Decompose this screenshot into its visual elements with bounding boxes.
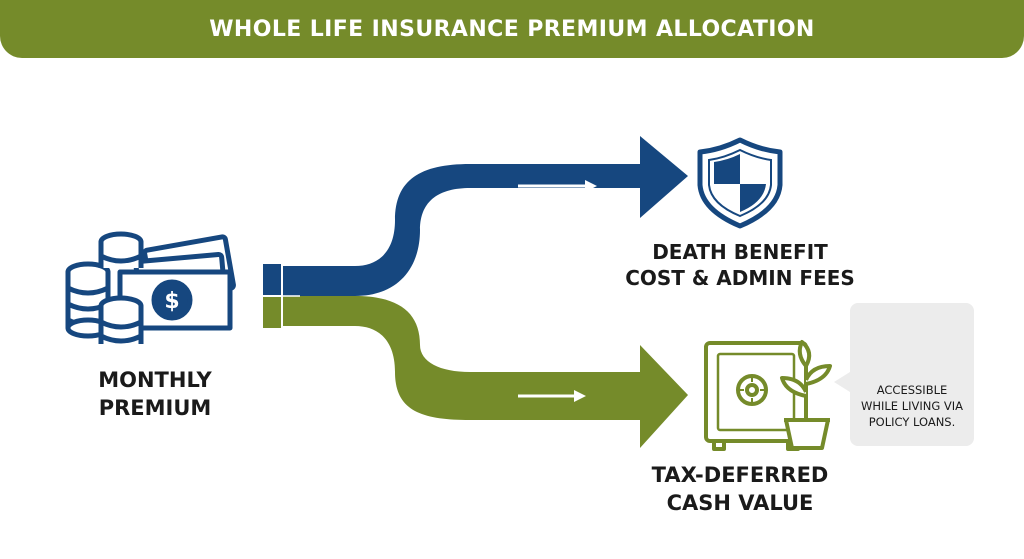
death-benefit-label: DEATH BENEFIT COST & ADMIN FEES — [610, 239, 870, 291]
cash-value-label: TAX-DEFERRED CASH VALUE — [610, 461, 870, 517]
page-title: WHOLE LIFE INSURANCE PREMIUM ALLOCATION — [209, 16, 815, 42]
cash-coins-icon: $ — [65, 231, 236, 344]
green-flow-band — [262, 296, 688, 448]
callout-line2: WHILE LIVING VIA — [860, 399, 964, 413]
source-label: MONTHLY PREMIUM — [70, 366, 240, 422]
shield-icon — [697, 137, 783, 229]
callout-line1: ACCESSIBLE — [876, 383, 948, 397]
cash-value-label-line2: CASH VALUE — [666, 491, 814, 515]
callout-line3: POLICY LOANS. — [868, 415, 956, 429]
pipe-coupling — [246, 262, 300, 330]
green-direction-arrow — [518, 390, 586, 402]
callout-pointer — [834, 372, 850, 392]
blue-direction-arrow — [518, 180, 597, 192]
cash-value-label-line1: TAX-DEFERRED — [651, 463, 829, 487]
death-benefit-label-line1: DEATH BENEFIT — [652, 240, 828, 264]
svg-text:$: $ — [164, 289, 179, 314]
callout-text: ACCESSIBLE WHILE LIVING VIA POLICY LOANS… — [850, 382, 974, 430]
title-banner: WHOLE LIFE INSURANCE PREMIUM ALLOCATION — [0, 0, 1024, 58]
callout-box — [850, 303, 974, 446]
death-benefit-label-line2: COST & ADMIN FEES — [625, 266, 855, 290]
blue-flow-band — [262, 136, 688, 296]
source-label-line2: PREMIUM — [98, 396, 212, 420]
source-label-line1: MONTHLY — [98, 368, 212, 392]
safe-plant-icon — [704, 340, 832, 451]
